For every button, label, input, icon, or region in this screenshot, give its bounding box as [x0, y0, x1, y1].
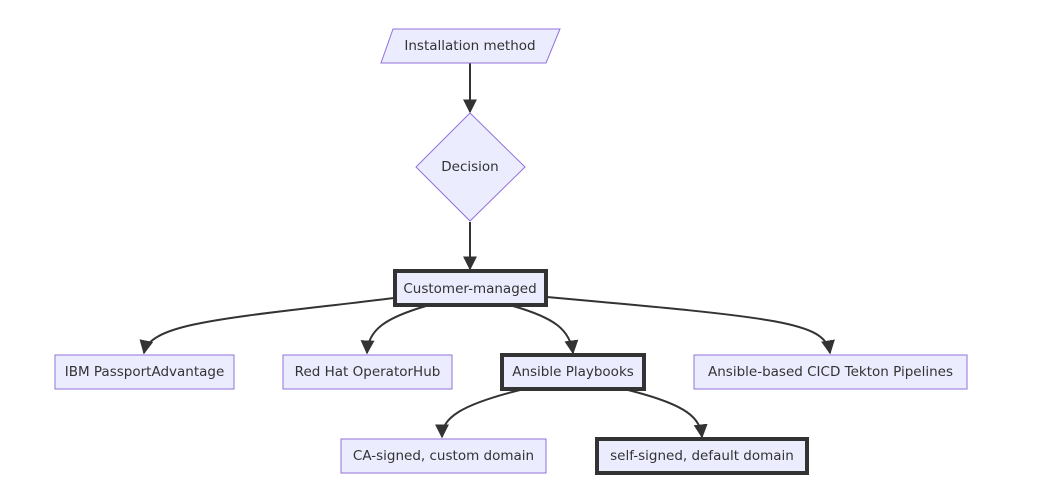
node-red-hat-operatorhub[interactable]: Red Hat OperatorHub: [282, 354, 453, 390]
ca-signed-custom-domain-label: CA-signed, custom domain: [353, 448, 534, 464]
self-signed-default-domain-label: self-signed, default domain: [610, 448, 794, 464]
installation-method-shape: [380, 28, 561, 64]
node-ca-signed-custom-domain[interactable]: CA-signed, custom domain: [340, 438, 547, 474]
customer-managed-label: Customer-managed: [403, 281, 536, 297]
red-hat-operatorhub-label: Red Hat OperatorHub: [295, 364, 441, 380]
decision-label: Decision: [441, 159, 498, 175]
red-hat-operatorhub-shape: [282, 354, 453, 390]
ansible-playbooks-shape: [500, 353, 646, 391]
ibm-passport-advantage-label: IBM PassportAdvantage: [65, 364, 225, 380]
edge-customer-to-redhat: [360, 305, 427, 355]
edge-customer-to-ansible-playbooks: [512, 305, 579, 355]
node-installation-method[interactable]: Installation method: [380, 28, 561, 64]
ca-signed-custom-domain-shape: [340, 438, 547, 474]
edge-playbooks-to-self-signed: [627, 389, 708, 439]
self-signed-default-domain-shape: [595, 437, 809, 475]
node-ansible-cicd-tekton[interactable]: Ansible-based CICD Tekton Pipelines: [693, 354, 968, 390]
decision-shape: [415, 112, 526, 222]
node-ibm-passport-advantage[interactable]: IBM PassportAdvantage: [54, 354, 235, 390]
ansible-cicd-tekton-shape: [693, 354, 968, 390]
node-customer-managed[interactable]: Customer-managed: [393, 269, 548, 307]
node-self-signed-default-domain[interactable]: self-signed, default domain: [595, 437, 809, 475]
edge-playbooks-to-ca-signed: [435, 389, 521, 439]
edges: [139, 63, 835, 439]
ansible-cicd-tekton-label: Ansible-based CICD Tekton Pipelines: [708, 364, 953, 380]
ansible-playbooks-label: Ansible Playbooks: [512, 364, 634, 380]
edge-customer-to-cicd: [546, 296, 835, 355]
node-ansible-playbooks[interactable]: Ansible Playbooks: [500, 353, 646, 391]
node-decision[interactable]: Decision: [415, 112, 526, 222]
installation-method-label: Installation method: [404, 38, 535, 54]
customer-managed-shape: [393, 269, 548, 307]
edge-customer-to-ibm: [139, 297, 395, 355]
ibm-passport-advantage-shape: [54, 354, 235, 390]
